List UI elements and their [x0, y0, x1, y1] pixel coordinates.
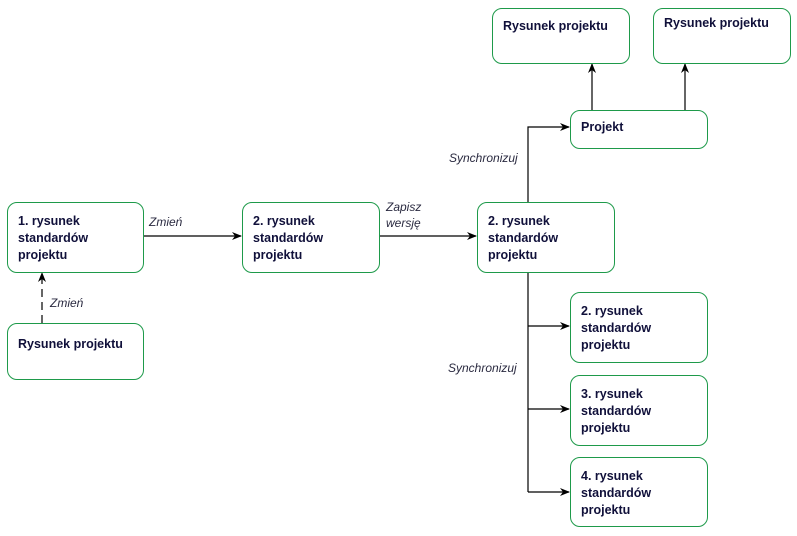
node-projekt[interactable]: Projekt: [570, 110, 708, 149]
node-standard-drawing-2-saved[interactable]: 2. rysunek standardów projektu: [477, 202, 615, 273]
node-label: 2. rysunek standardów projektu: [253, 214, 324, 262]
node-label: Projekt: [581, 120, 624, 134]
node-label: Rysunek projektu: [503, 19, 608, 33]
node-label: 3. rysunek standardów projektu: [581, 387, 652, 435]
node-project-drawing-b[interactable]: Rysunek projektu: [653, 8, 791, 64]
node-label: 4. rysunek standardów projektu: [581, 469, 652, 517]
node-project-drawing-a[interactable]: Rysunek projektu: [492, 8, 630, 64]
node-label: Rysunek projektu: [664, 16, 769, 30]
edge-label-change-up: Zmień: [50, 296, 84, 310]
node-label: Rysunek projektu: [18, 337, 123, 351]
node-standard-drawing-r1[interactable]: 2. rysunek standardów projektu: [570, 292, 708, 363]
node-standard-drawing-2[interactable]: 2. rysunek standardów projektu: [242, 202, 380, 273]
edge-label-sync-top: Synchronizuj: [449, 151, 518, 165]
edge-sync-projekt: [527, 123, 570, 202]
node-project-drawing-source[interactable]: Rysunek projektu: [7, 323, 144, 380]
node-standard-drawing-1[interactable]: 1. rysunek standardów projektu: [7, 202, 144, 273]
node-label: 2. rysunek standardów projektu: [488, 214, 559, 262]
edge-label-save-version: Zapisz wersję: [386, 200, 422, 230]
node-standard-drawing-r3[interactable]: 4. rysunek standardów projektu: [570, 457, 708, 527]
edge-label-change-right: Zmień: [149, 215, 183, 229]
edge-label-sync-bottom: Synchronizuj: [448, 361, 517, 375]
node-label: 1. rysunek standardów projektu: [18, 214, 89, 262]
node-label: 2. rysunek standardów projektu: [581, 304, 652, 352]
node-standard-drawing-r2[interactable]: 3. rysunek standardów projektu: [570, 375, 708, 446]
